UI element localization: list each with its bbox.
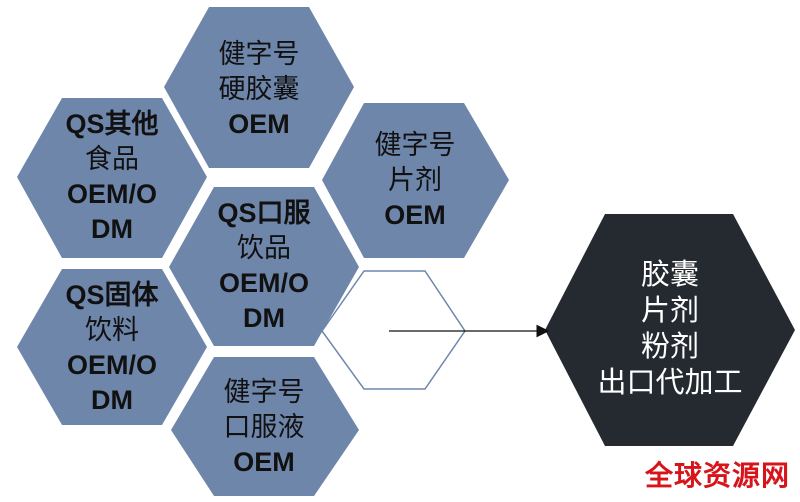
hex-export-line-3: 粉剂	[640, 329, 699, 363]
hex-qs-other-line-4: DM	[91, 214, 133, 244]
hex-export-line-2: 片剂	[640, 293, 699, 327]
hex-tablet-label: 健字号 片剂 OEM	[352, 128, 478, 233]
hex-tablet	[322, 103, 509, 258]
hex-qs-solid-drink-line-1: QS固体	[65, 280, 159, 310]
hex-capsule-label: 健字号 硬胶囊 OEM	[196, 37, 322, 142]
hex-export-label: 胶囊 片剂 粉剂 出口代加工	[590, 256, 750, 400]
hex-qs-solid-drink	[17, 269, 207, 425]
hex-export-line-4: 出口代加工	[597, 365, 743, 399]
hex-qs-oral-drink-line-2: 饮品	[237, 233, 291, 264]
hex-oral-liquid	[171, 357, 359, 496]
hex-qs-oral-drink-line-3: OEM/O	[218, 268, 309, 298]
hex-qs-solid-drink-line-4: DM	[91, 385, 133, 415]
hex-qs-other-line-3: OEM/O	[66, 179, 157, 209]
hex-qs-solid-drink-line-2: 饮料	[85, 315, 139, 346]
hex-oral-liquid-line-3: OEM	[233, 447, 295, 477]
hex-qs-other-line-2: 食品	[85, 144, 139, 175]
hex-qs-oral-drink-line-4: DM	[243, 303, 285, 333]
hex-oral-liquid-label: 健字号 口服液 OEM	[201, 375, 327, 480]
hex-qs-other-line-1: QS其他	[65, 109, 159, 139]
hex-tablet-line-1: 健字号	[374, 130, 456, 161]
hex-tablet-line-3: OEM	[384, 200, 446, 230]
hex-qs-oral-drink-label: QS口服 饮品 OEM/O DM	[194, 196, 334, 336]
hex-qs-oral-drink	[169, 187, 359, 346]
hex-qs-solid-drink-line-3: OEM/O	[66, 350, 157, 380]
hex-qs-other-label: QS其他 食品 OEM/O DM	[42, 107, 182, 247]
hex-tablet-line-2: 片剂	[388, 165, 442, 196]
watermark: 全球资源网	[644, 459, 790, 492]
hex-oral-liquid-line-1: 健字号	[223, 377, 305, 408]
hex-capsule	[164, 7, 354, 168]
hex-oral-liquid-line-2: 口服液	[223, 412, 305, 443]
hex-capsule-line-2: 硬胶囊	[218, 74, 300, 105]
hex-qs-solid-drink-label: QS固体 饮料 OEM/O DM	[42, 278, 182, 418]
hex-qs-oral-drink-line-1: QS口服	[217, 198, 311, 228]
hex-capsule-line-3: OEM	[228, 109, 290, 139]
hex-qs-other	[17, 98, 207, 258]
hex-export-line-1: 胶囊	[640, 257, 699, 291]
hex-capsule-line-1: 健字号	[218, 39, 300, 70]
hex-export	[545, 214, 795, 446]
